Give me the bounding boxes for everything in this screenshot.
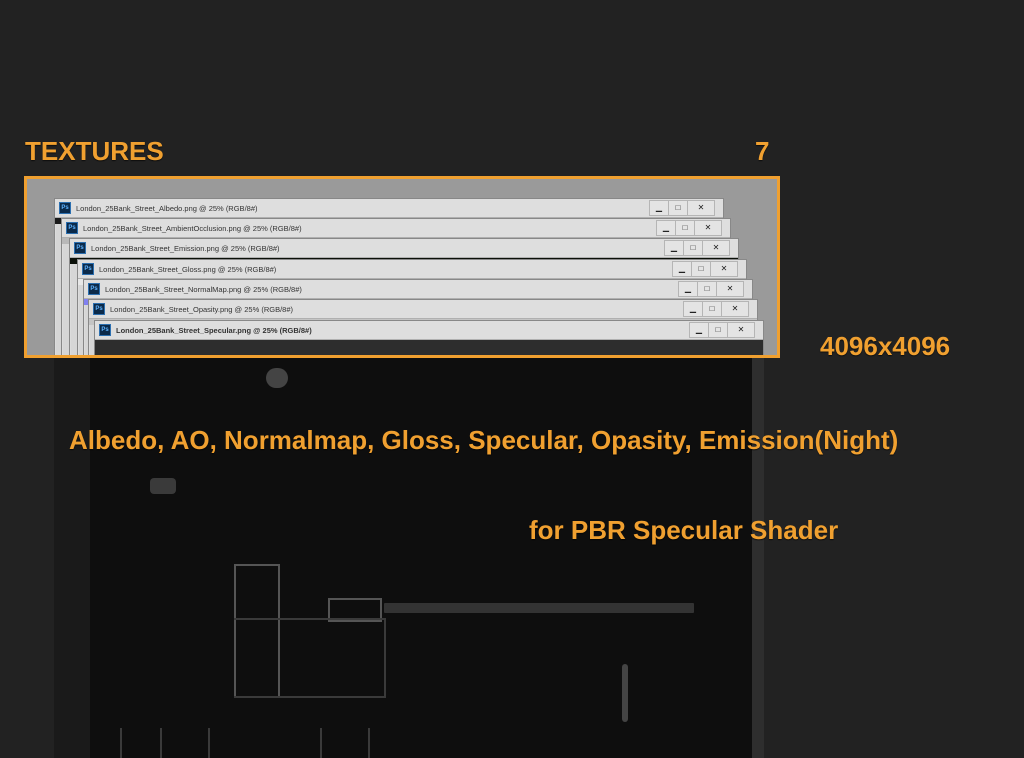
canvas-area: [95, 340, 763, 355]
photoshop-icon: Ps: [59, 202, 71, 214]
close-icon[interactable]: ✕: [694, 220, 722, 236]
maximize-icon[interactable]: □: [697, 281, 717, 297]
minimize-icon[interactable]: ▁: [656, 220, 676, 236]
close-icon[interactable]: ✕: [687, 200, 715, 216]
window-title: London_25Bank_Street_AmbientOcclusion.pn…: [83, 223, 302, 233]
vertical-scrollbar[interactable]: [752, 358, 764, 758]
photoshop-icon: Ps: [88, 283, 100, 295]
maximize-icon[interactable]: □: [702, 301, 722, 317]
window-title: London_25Bank_Street_Specular.png @ 25% …: [116, 325, 312, 335]
minimize-icon[interactable]: ▁: [678, 281, 698, 297]
texture-detail: [150, 478, 176, 494]
texture-detail: [266, 368, 288, 388]
texture-line: [120, 728, 122, 758]
maximize-icon[interactable]: □: [691, 261, 711, 277]
maximize-icon[interactable]: □: [683, 240, 703, 256]
texture-outline: [234, 618, 386, 698]
texture-windows-highlight: Ps London_25Bank_Street_Albedo.png @ 25% …: [24, 176, 780, 358]
shader-note: for PBR Specular Shader: [529, 515, 839, 545]
photoshop-window-specular[interactable]: Ps London_25Bank_Street_Specular.png @ 25…: [94, 320, 764, 355]
photoshop-icon: Ps: [93, 303, 105, 315]
close-icon[interactable]: ✕: [721, 301, 749, 317]
close-icon[interactable]: ✕: [716, 281, 744, 297]
textures-heading: TEXTURES: [25, 136, 164, 166]
texture-count: 7: [755, 136, 770, 166]
photoshop-icon: Ps: [82, 263, 94, 275]
maximize-icon[interactable]: □: [708, 322, 728, 338]
texture-detail: [384, 603, 694, 613]
photoshop-icon: Ps: [74, 242, 86, 254]
close-icon[interactable]: ✕: [710, 261, 738, 277]
texture-maps-list: Albedo, AO, Normalmap, Gloss, Specular, …: [69, 425, 899, 455]
photoshop-icon: Ps: [99, 324, 111, 336]
texture-line: [368, 728, 370, 758]
close-icon[interactable]: ✕: [702, 240, 730, 256]
window-title: London_25Bank_Street_Opasity.png @ 25% (…: [110, 304, 294, 314]
maximize-icon[interactable]: □: [668, 200, 688, 216]
window-title: London_25Bank_Street_Emission.png @ 25% …: [91, 243, 280, 253]
texture-line: [160, 728, 162, 758]
texture-detail: [622, 664, 628, 722]
maximize-icon[interactable]: □: [675, 220, 695, 236]
window-title: London_25Bank_Street_Albedo.png @ 25% (R…: [76, 203, 258, 213]
minimize-icon[interactable]: ▁: [689, 322, 709, 338]
specular-texture-preview: [54, 358, 754, 758]
window-title: London_25Bank_Street_Gloss.png @ 25% (RG…: [99, 264, 277, 274]
minimize-icon[interactable]: ▁: [664, 240, 684, 256]
texture-resolution: 4096x4096: [820, 331, 951, 361]
minimize-icon[interactable]: ▁: [649, 200, 669, 216]
close-icon[interactable]: ✕: [727, 322, 755, 338]
minimize-icon[interactable]: ▁: [683, 301, 703, 317]
window-title: London_25Bank_Street_NormalMap.png @ 25%…: [105, 284, 302, 294]
texture-line: [320, 728, 322, 758]
texture-line: [208, 728, 210, 758]
window-edge-stack: [54, 358, 90, 758]
minimize-icon[interactable]: ▁: [672, 261, 692, 277]
texture-outline: [328, 598, 382, 622]
photoshop-icon: Ps: [66, 222, 78, 234]
